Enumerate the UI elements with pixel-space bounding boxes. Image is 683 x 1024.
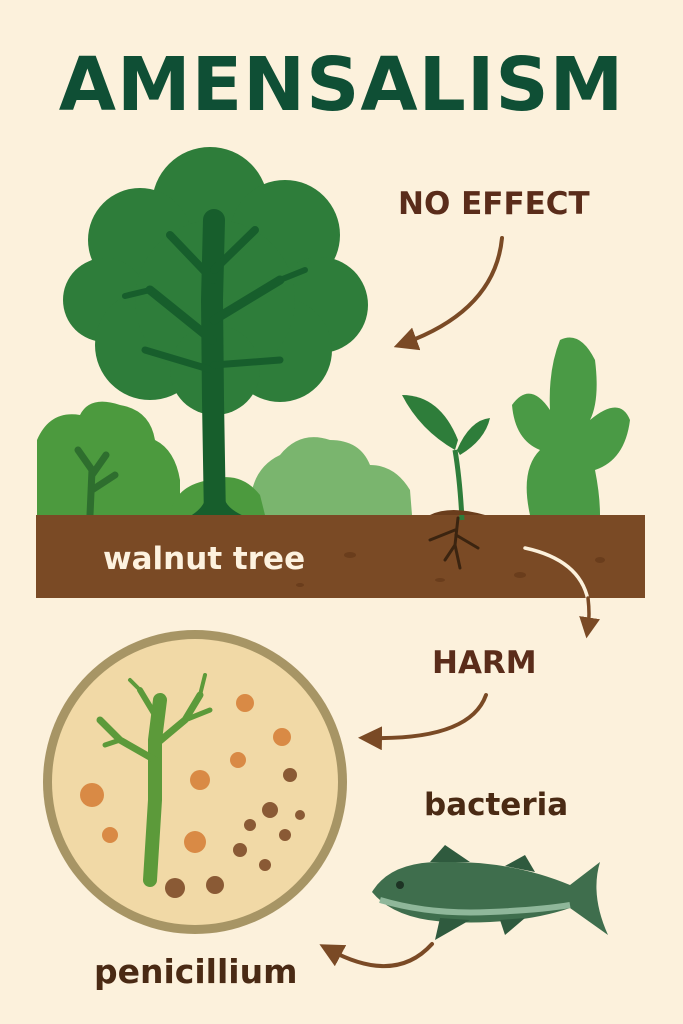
fish-to-penicillium-arrow bbox=[319, 942, 434, 969]
no-effect-label: NO EFFECT bbox=[398, 186, 590, 222]
fish bbox=[372, 845, 608, 940]
soil-to-harm-arrow bbox=[523, 546, 590, 602]
penicillium-mold bbox=[96, 673, 213, 887]
no-effect-arrow bbox=[393, 236, 504, 351]
right-plant bbox=[512, 337, 630, 515]
petri-dish bbox=[43, 630, 347, 934]
harm-arrow bbox=[358, 693, 488, 751]
seedling-plant bbox=[402, 395, 490, 570]
walnut-tree-label: walnut tree bbox=[103, 541, 306, 577]
tree-trunk bbox=[122, 209, 308, 531]
left-bush bbox=[37, 401, 180, 519]
walnut-tree bbox=[63, 147, 368, 531]
page-title: AMENSALISM bbox=[58, 42, 625, 128]
harm-label: HARM bbox=[432, 645, 537, 681]
soil-strip bbox=[36, 515, 645, 598]
bacteria-colonies bbox=[80, 694, 305, 898]
soil-to-harm-arrow-tail bbox=[579, 596, 600, 639]
soil-specks bbox=[296, 552, 605, 587]
bacteria-label: bacteria bbox=[424, 787, 569, 823]
tree-canopy bbox=[63, 147, 368, 415]
penicillium-label: penicillium bbox=[94, 952, 298, 991]
